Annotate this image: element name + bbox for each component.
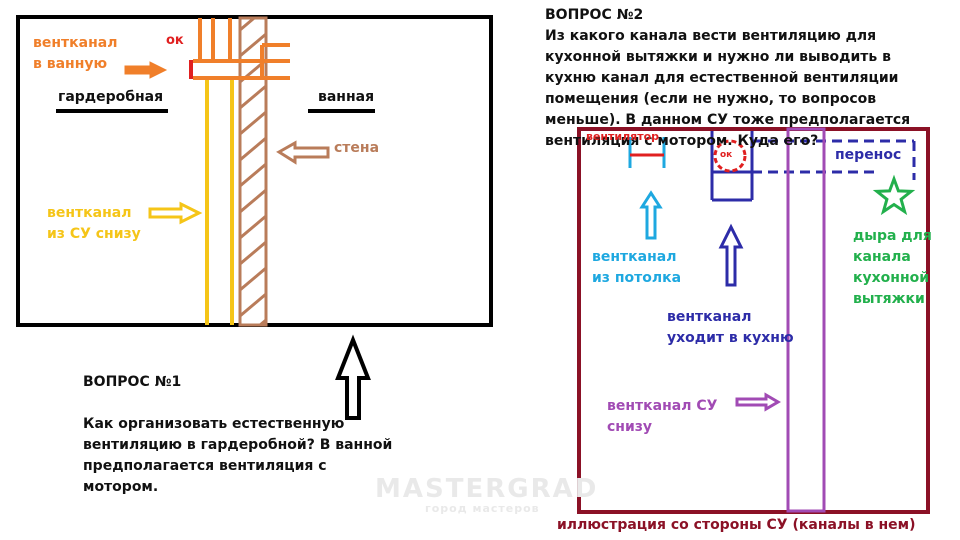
label-ok-left: ок (166, 33, 184, 48)
label-bathroom: ванная (318, 89, 375, 105)
wall-hatch-line (240, 136, 266, 162)
label-ventkanal-bath: вентканал в ванную (33, 33, 117, 75)
wall-hatch-line (240, 32, 266, 58)
purple-arrow-icon (735, 392, 781, 412)
wall-hatch-line (240, 18, 257, 32)
label-wardrobe: гардеробная (58, 89, 164, 105)
label-wall: стена (334, 140, 380, 156)
orange-arrow-icon (124, 61, 168, 79)
wall-hatch-line (257, 318, 266, 325)
blue-up-arrow-icon (718, 223, 744, 287)
label-su-bottom-line1: вентканал СУ (607, 398, 718, 414)
wall-hatch-line (240, 84, 266, 110)
question1-title: ВОПРОС №1 (83, 374, 182, 390)
wall-hatch-line (240, 110, 266, 136)
wall-shape (238, 16, 268, 327)
label-hole-line2: канала (853, 249, 911, 265)
orange-duct-shape (193, 18, 290, 80)
fan-icon (628, 137, 666, 168)
question2-body: Из какого канала вести вентиляцию для ку… (545, 28, 911, 149)
label-ceiling-line1: вентканал (592, 249, 677, 265)
label-kitchen-line2: уходит в кухню (667, 330, 794, 346)
question2-title: ВОПРОС №2 (545, 7, 644, 23)
label-ventkanal-bath-line2: в ванную (33, 56, 108, 72)
star-icon (872, 174, 916, 216)
wall-hatch-line (240, 188, 266, 214)
brown-arrow-icon (276, 140, 330, 165)
wall-hatch-line (240, 162, 266, 188)
label-kitchen-line1: вентканал (667, 309, 752, 325)
transfer-dashed-lines (752, 139, 916, 180)
label-hole-line1: дыра для (853, 228, 932, 244)
watermark-main: MASTERGRAD (375, 474, 599, 504)
cyan-up-arrow-icon (639, 190, 663, 240)
label-hole-line4: вытяжки (853, 291, 925, 307)
label-su-bottom-line2: снизу (607, 419, 653, 435)
question1-body: Как организовать естественную вентиляцию… (83, 416, 393, 495)
wall-hatch-line (240, 214, 266, 240)
label-fan: вентилятор (586, 130, 660, 143)
big-up-arrow-icon (335, 334, 371, 420)
right-room-frame (577, 127, 930, 514)
yellow-arrow-icon (148, 201, 203, 225)
label-ceiling-line2: из потолка (592, 270, 682, 286)
label-hole: дыра для канала кухонной вытяжки (853, 226, 932, 310)
label-ventkanal-bath-line1: вентканал (33, 35, 118, 51)
label-ventkanal-su: вентканал из СУ снизу (47, 203, 141, 245)
wall-hatch-line (240, 292, 266, 318)
label-ceiling: вентканал из потолка (592, 247, 681, 289)
label-ok-right: ок (720, 150, 733, 160)
wall-hatch-line (240, 240, 266, 266)
label-kitchen: вентканал уходит в кухню (667, 307, 794, 349)
watermark-sub: город мастеров (425, 502, 540, 515)
label-su-bottom: вентканал СУ снизу (607, 396, 717, 438)
label-hole-line3: кухонной (853, 270, 930, 286)
wall-hatch-line (240, 266, 266, 292)
label-ventkanal-su-line2: из СУ снизу (47, 226, 141, 242)
ok-circle (713, 139, 747, 173)
label-transfer: перенос (835, 147, 902, 163)
caption: иллюстрация со стороны СУ (каналы в нем) (557, 517, 916, 533)
label-ventkanal-su-line1: вентканал (47, 205, 132, 221)
purple-duct-shape (786, 127, 826, 513)
